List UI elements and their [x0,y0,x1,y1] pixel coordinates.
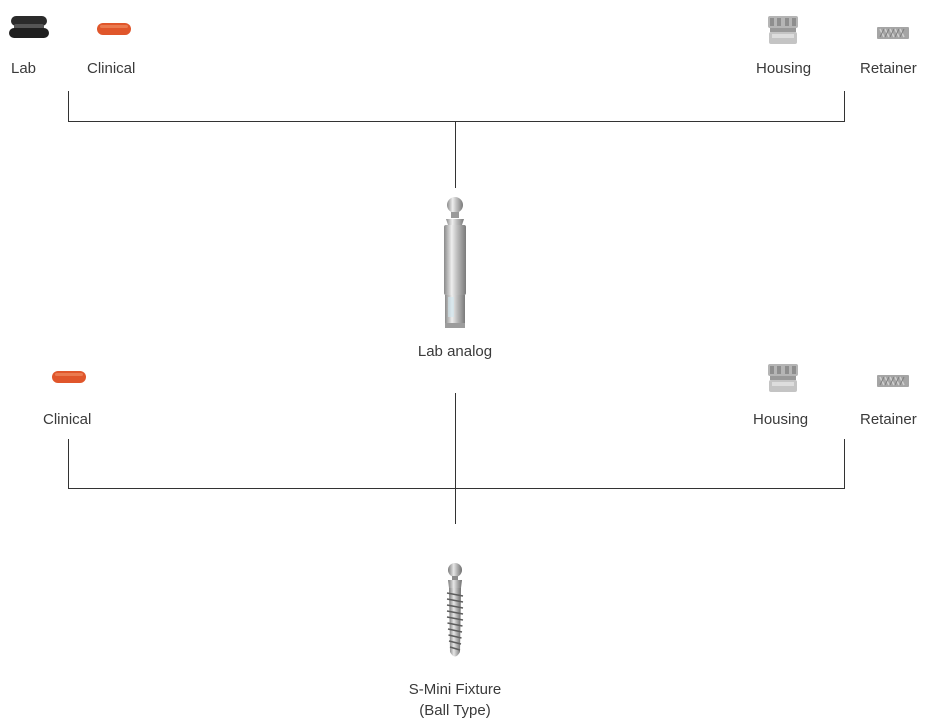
top-to-analog-connector [455,121,456,188]
lab-analog-icon [430,195,480,335]
s-mini-fixture-label-line1: S-Mini Fixture [409,681,502,699]
bottom-housing-label: Housing [753,411,808,429]
bottom-horizontal-bracket [68,488,845,489]
top-right-connector [844,91,845,122]
top-lab-label: Lab [11,60,36,78]
lab-analog-label: Lab analog [418,343,492,361]
bottom-left-connector [68,439,69,489]
top-housing-icon [766,14,800,46]
bottom-retainer-label: Retainer [860,411,917,429]
top-clinical-cap-icon [96,22,132,36]
top-clinical-label: Clinical [87,60,135,78]
top-housing-label: Housing [756,60,811,78]
top-horizontal-bracket [68,121,845,122]
top-retainer-icon [876,26,910,40]
top-lab-cap-icon [8,14,50,40]
analog-to-fixture-connector [455,393,456,524]
bottom-housing-icon [766,362,800,394]
bottom-clinical-cap-icon [51,370,87,384]
bottom-clinical-label: Clinical [43,411,91,429]
bottom-retainer-icon [876,374,910,388]
top-retainer-label: Retainer [860,60,917,78]
bottom-right-connector [844,439,845,489]
top-left-connector [68,91,69,122]
s-mini-fixture-label-line2: (Ball Type) [419,702,490,720]
s-mini-fixture-icon [438,540,472,665]
